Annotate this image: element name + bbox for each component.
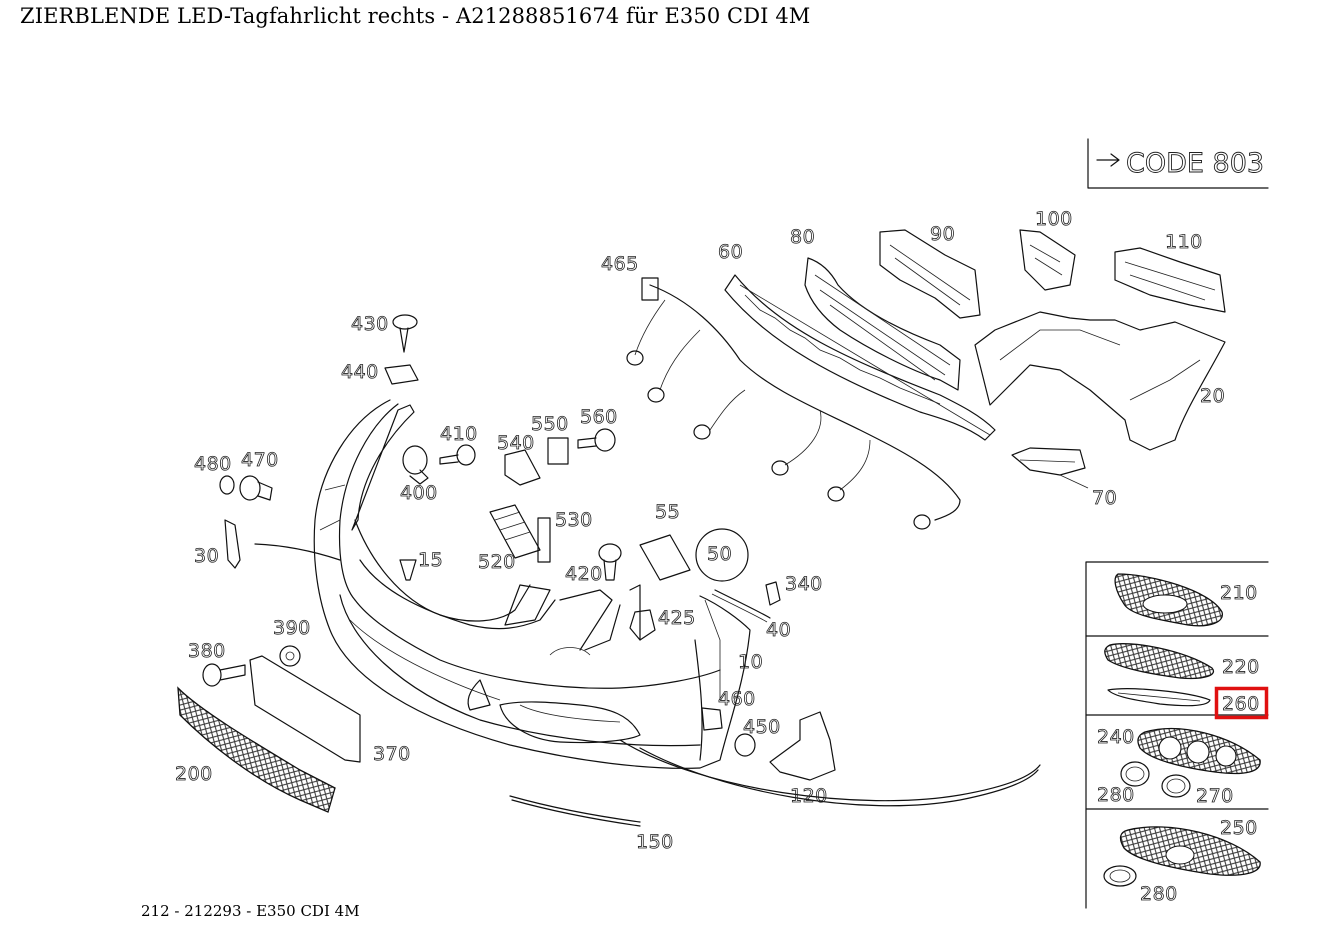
label-390: 390 — [273, 617, 311, 639]
part-280-ring — [1120, 761, 1150, 787]
part-480-grommet — [219, 475, 235, 495]
label-460: 460 — [718, 688, 756, 710]
part-560-bolt — [577, 428, 616, 452]
part-370-plate-holder — [249, 655, 361, 763]
part-470-sensor — [239, 475, 273, 501]
label-100: 100 — [1035, 208, 1073, 230]
label-430: 430 — [351, 313, 389, 335]
label-425: 425 — [658, 607, 696, 629]
label-560: 560 — [580, 406, 618, 428]
part-390-nut — [279, 645, 301, 667]
part-120-bracket — [769, 711, 836, 781]
label-250: 250 — [1220, 817, 1258, 839]
label-340: 340 — [785, 573, 823, 595]
part-250-grille — [1119, 826, 1261, 876]
label-70: 70 — [1092, 487, 1117, 509]
label-120: 120 — [790, 785, 828, 807]
part-bumper-center — [354, 519, 641, 656]
part-260-led-trim — [1107, 688, 1211, 707]
part-530-bracket — [537, 517, 551, 563]
label-465: 465 — [601, 253, 639, 275]
label-15: 15 — [418, 549, 443, 571]
label-20: 20 — [1200, 385, 1225, 407]
part-200-grille — [177, 686, 336, 813]
label-270: 270 — [1196, 785, 1234, 807]
label-55: 55 — [655, 501, 680, 523]
part-70-bracket — [1011, 447, 1089, 489]
part-110-absorber — [1114, 247, 1226, 313]
part-340-clip — [765, 581, 781, 606]
label-470: 470 — [241, 449, 279, 471]
part-270-ring — [1161, 774, 1191, 798]
page-title: ZIERBLENDE LED-Tagfahrlicht rechts - A21… — [20, 4, 811, 28]
part-520-module — [489, 504, 541, 559]
code-box: CODE 803 — [1087, 138, 1269, 189]
part-50-callout — [695, 528, 749, 582]
label-60: 60 — [718, 241, 743, 263]
label-440: 440 — [341, 361, 379, 383]
part-550-clip — [547, 437, 569, 465]
part-20-side-bracket — [974, 311, 1226, 451]
part-wire-30 — [254, 543, 341, 561]
inset-panel — [1085, 561, 1269, 909]
part-460-clip — [701, 707, 723, 731]
page-footer: 212 - 212293 - E350 CDI 4M — [141, 902, 360, 920]
part-150-lower-strip — [509, 739, 1041, 827]
part-280b-ring — [1103, 865, 1137, 887]
part-60-carrier — [724, 274, 996, 441]
part-80-support — [804, 257, 961, 391]
part-425-clip — [629, 609, 656, 641]
label-210: 210 — [1220, 582, 1258, 604]
part-430-screw — [392, 314, 418, 353]
part-15-clip — [399, 559, 417, 581]
part-90-absorber — [879, 229, 981, 319]
label-40: 40 — [766, 619, 791, 641]
part-55-bracket — [639, 534, 691, 581]
label-280b: 280 — [1140, 883, 1178, 905]
part-450-screw — [734, 733, 756, 757]
label-400: 400 — [400, 482, 438, 504]
part-400-lamp — [402, 445, 429, 485]
label-520: 520 — [478, 551, 516, 573]
part-465-wiring-harness — [626, 277, 961, 530]
code-label: CODE 803 — [1126, 148, 1264, 179]
part-240-grille — [1137, 727, 1261, 775]
part-100-bracket — [1019, 229, 1076, 291]
label-80: 80 — [790, 226, 815, 248]
part-380-screw — [202, 663, 246, 687]
label-260: 260 — [1222, 693, 1260, 715]
label-150: 150 — [636, 831, 674, 853]
label-410: 410 — [440, 423, 478, 445]
part-labels: 10 15 20 30 40 50 55 60 70 80 90 100 110… — [175, 208, 1260, 906]
label-50: 50 — [707, 543, 732, 565]
part-40-strip — [711, 589, 771, 623]
label-220: 220 — [1222, 656, 1260, 678]
label-550: 550 — [531, 413, 569, 435]
label-450: 450 — [743, 716, 781, 738]
part-220-trim — [1104, 643, 1215, 680]
highlight-part-260[interactable] — [1214, 686, 1269, 720]
label-420: 420 — [565, 563, 603, 585]
label-10: 10 — [738, 651, 763, 673]
part-540-clip — [504, 449, 541, 486]
label-30: 30 — [194, 545, 219, 567]
part-420-bolt — [598, 543, 622, 581]
part-10-bumper-cover — [313, 399, 751, 769]
label-380: 380 — [188, 640, 226, 662]
label-240: 240 — [1097, 726, 1135, 748]
label-280: 280 — [1097, 784, 1135, 806]
label-530: 530 — [555, 509, 593, 531]
label-110: 110 — [1165, 231, 1203, 253]
label-200: 200 — [175, 763, 213, 785]
label-90: 90 — [930, 223, 955, 245]
part-440-clip — [384, 364, 419, 385]
label-480: 480 — [194, 453, 232, 475]
part-30-cap — [224, 519, 241, 569]
label-370: 370 — [373, 743, 411, 765]
label-540: 540 — [497, 432, 535, 454]
part-410-bolt — [439, 444, 476, 466]
part-210-fog-grille — [1114, 573, 1223, 627]
